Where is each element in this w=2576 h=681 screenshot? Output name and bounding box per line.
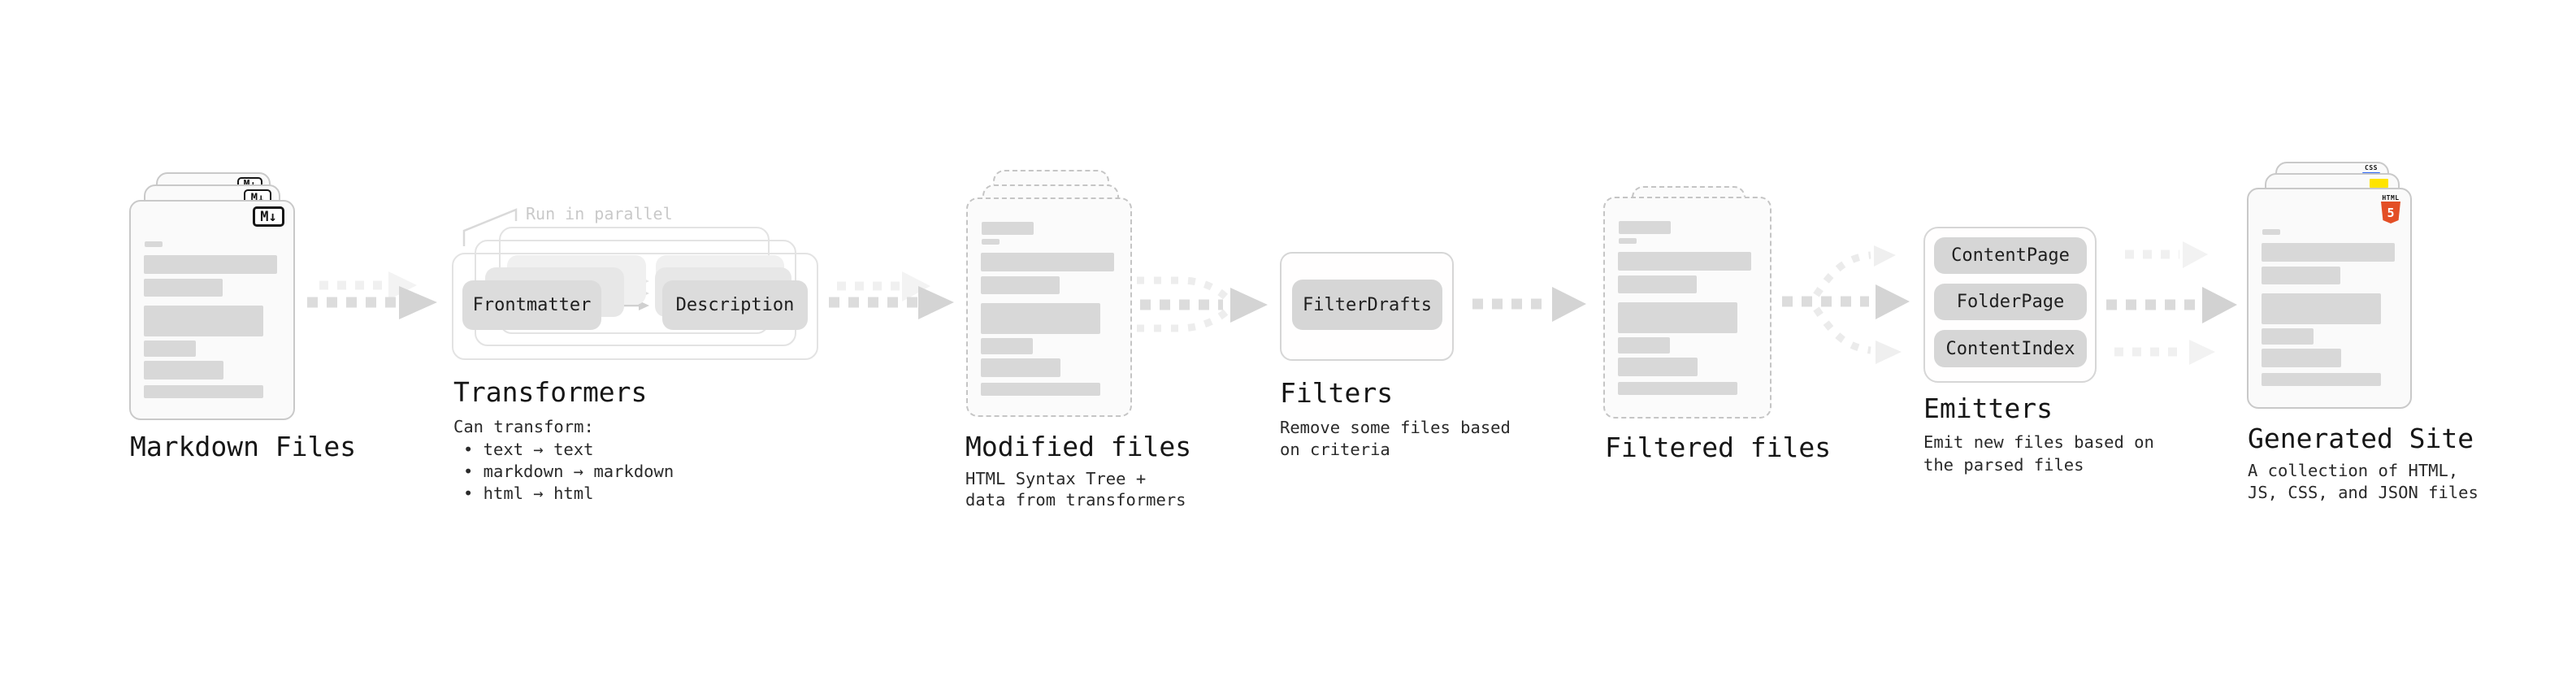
html5-icon: HTML 5 [2381,194,2400,223]
markdown-file-card-front: M↓ [129,200,295,420]
filterdrafts-pill: FilterDrafts [1292,280,1442,330]
bullet-item: • markdown → markdown [463,462,674,481]
caption-line: the parsed files [1923,455,2084,475]
filters-caption: Remove some files based on criteria [1280,417,1511,461]
markdown-files-label: Markdown Files [130,431,357,462]
modified-file-card-front [966,197,1132,417]
caption-line: A collection of HTML, [2248,461,2459,480]
modified-files-caption: HTML Syntax Tree + data from transformer… [965,468,1186,510]
filtered-file-card-front [1603,197,1772,419]
caption-line: data from transformers [965,490,1186,510]
frontmatter-pill: Frontmatter [462,280,601,330]
transformer-frame-front [452,253,818,360]
arrow-modified-to-filters-icon [1137,276,1268,332]
caption-line: JS, CSS, and JSON files [2248,483,2478,502]
bullet-item: • html → html [463,484,594,503]
arrow-filters-to-filtered-icon [1472,287,1586,322]
emitters-label: Emitters [1923,393,2053,424]
generated-file-card-front: HTML 5 [2247,188,2412,409]
javascript-icon [2370,179,2388,188]
markdown-icon: M↓ [253,206,284,227]
arrow-filtered-to-emitters-icon [1782,245,1910,364]
folderpage-pill: FolderPage [1934,284,2087,320]
emitters-caption: Emit new files based on the parsed files [1923,431,2154,476]
contentpage-pill: ContentPage [1934,237,2087,274]
filtered-files-label: Filtered files [1605,432,1832,463]
description-pill: Description [662,280,808,330]
contentindex-pill: ContentIndex [1934,330,2087,367]
callout-line-icon [462,208,518,246]
run-in-parallel-note: Run in parallel [526,204,673,223]
generated-site-label: Generated Site [2248,423,2474,454]
caption-line: on criteria [1280,440,1390,459]
arrow-emitters-to-generated-icon [2106,241,2237,365]
caption-line: Emit new files based on [1923,432,2154,452]
bullet-item: • text → text [463,440,594,459]
arrow-transformers-to-modified-icon [829,271,954,319]
caption-line: Remove some files based [1280,418,1511,437]
arrow-markdown-to-transformers-icon [307,271,437,319]
transformers-bullet-list: • text → text • markdown → markdown • ht… [463,439,674,505]
filters-label: Filters [1280,377,1394,409]
transformers-label: Transformers [453,376,648,408]
generated-site-caption: A collection of HTML, JS, CSS, and JSON … [2248,460,2478,504]
caption-line: HTML Syntax Tree + [965,469,1147,488]
modified-files-label: Modified files [965,431,1192,462]
transformers-caption-title: Can transform: [453,417,594,436]
